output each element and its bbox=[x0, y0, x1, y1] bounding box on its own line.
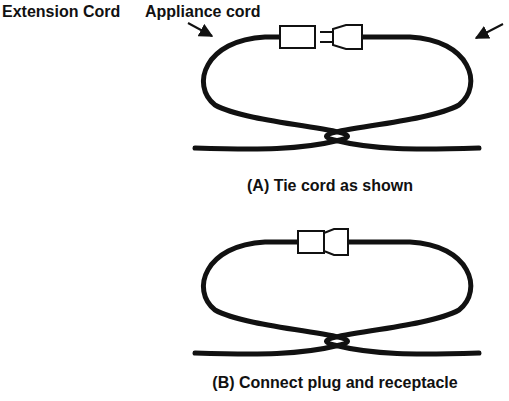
part-label: Extension Cord bbox=[2, 3, 120, 21]
receptacle bbox=[280, 26, 315, 48]
receptacle bbox=[298, 231, 324, 253]
tied-cords-a bbox=[195, 37, 479, 149]
tied-cords-b bbox=[195, 242, 479, 354]
leader-arrow bbox=[476, 24, 503, 38]
figure-caption: (A) Tie cord as shown bbox=[247, 177, 413, 195]
plug bbox=[324, 229, 348, 255]
figure-caption: (B) Connect plug and receptacle bbox=[212, 374, 457, 392]
leader-arrow bbox=[188, 23, 212, 36]
part-label: Appliance cord bbox=[145, 3, 261, 21]
plug bbox=[320, 25, 362, 49]
